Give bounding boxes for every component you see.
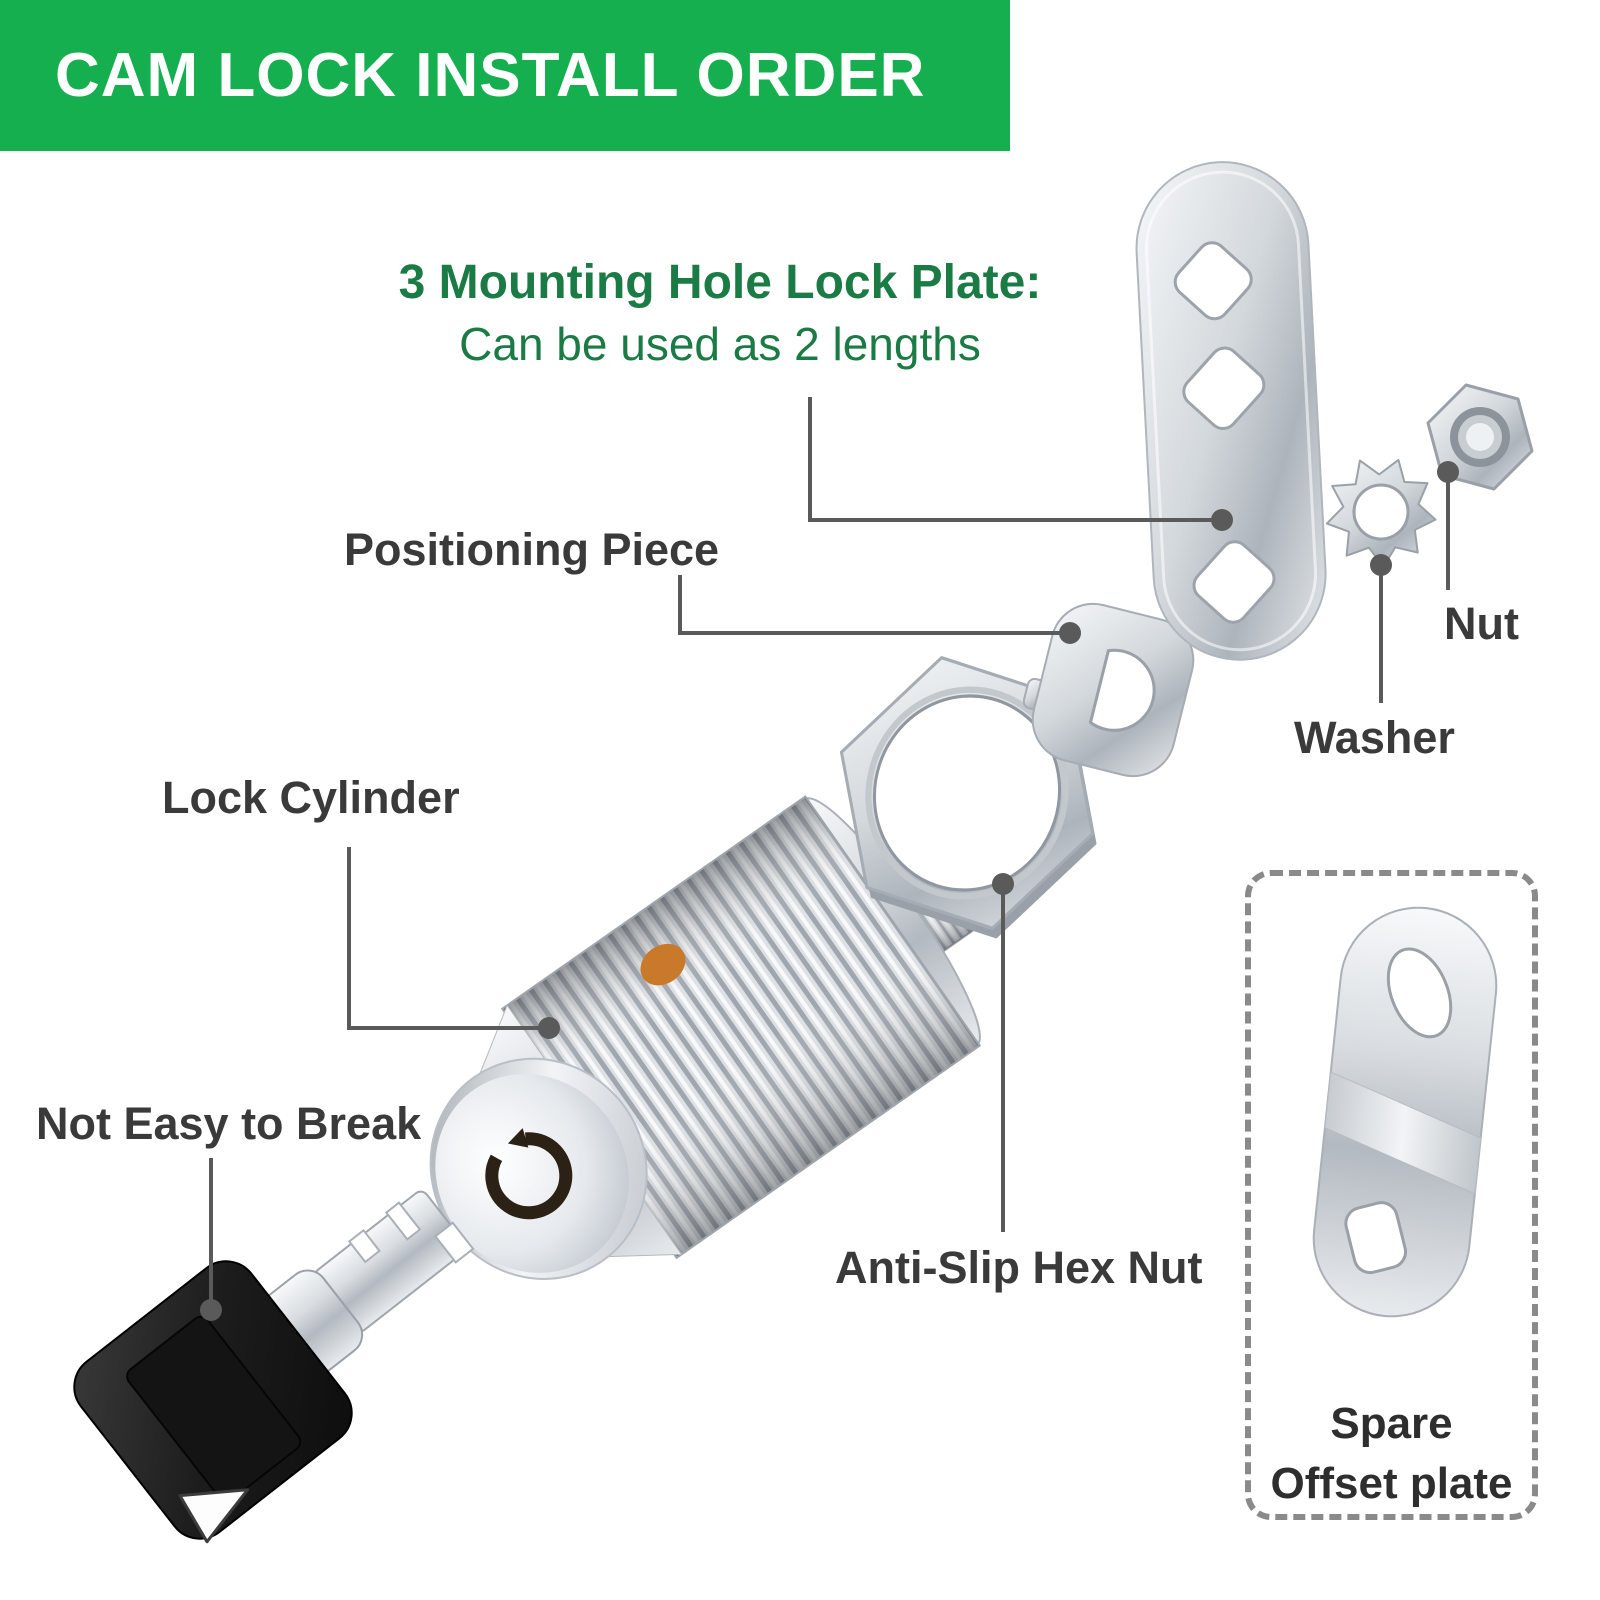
alignment-dot bbox=[640, 943, 686, 986]
label-nut: Nut bbox=[1444, 598, 1519, 649]
key-image bbox=[73, 1190, 475, 1544]
plate-heading-line1: 3 Mounting Hole Lock Plate: bbox=[398, 256, 1042, 309]
spare-offset-plate-box: Spare Offset plate bbox=[1245, 870, 1538, 1520]
banner-title: CAM LOCK INSTALL ORDER bbox=[55, 41, 926, 110]
spare-caption-line1: Spare bbox=[1330, 1399, 1453, 1448]
label-not-easy-to-break: Not Easy to Break bbox=[36, 1098, 422, 1149]
lock-plate-image bbox=[1135, 161, 1327, 661]
positioning-piece-image bbox=[1023, 602, 1195, 778]
label-lock-cylinder: Lock Cylinder bbox=[162, 772, 460, 823]
label-washer: Washer bbox=[1294, 712, 1455, 763]
spare-offset-plate-caption: Spare Offset plate bbox=[1251, 1394, 1532, 1514]
label-anti-slip-hex-nut: Anti-Slip Hex Nut bbox=[835, 1242, 1203, 1293]
label-positioning-piece: Positioning Piece bbox=[344, 524, 720, 575]
plate-heading-line2: Can be used as 2 lengths bbox=[459, 318, 981, 370]
keyway-icon bbox=[485, 1128, 573, 1220]
spare-offset-plate-image bbox=[1312, 906, 1498, 1318]
spare-caption-line2: Offset plate bbox=[1270, 1459, 1513, 1508]
leader-positioning-piece bbox=[678, 575, 1062, 635]
star-washer-image bbox=[1325, 458, 1437, 568]
anti-slip-hex-nut-image bbox=[839, 656, 1097, 939]
plate-heading: 3 Mounting Hole Lock Plate: Can be used … bbox=[280, 252, 1160, 374]
nut-image bbox=[1426, 383, 1534, 491]
lock-cylinder-image bbox=[429, 762, 1088, 1280]
title-banner: CAM LOCK INSTALL ORDER bbox=[0, 0, 1010, 151]
